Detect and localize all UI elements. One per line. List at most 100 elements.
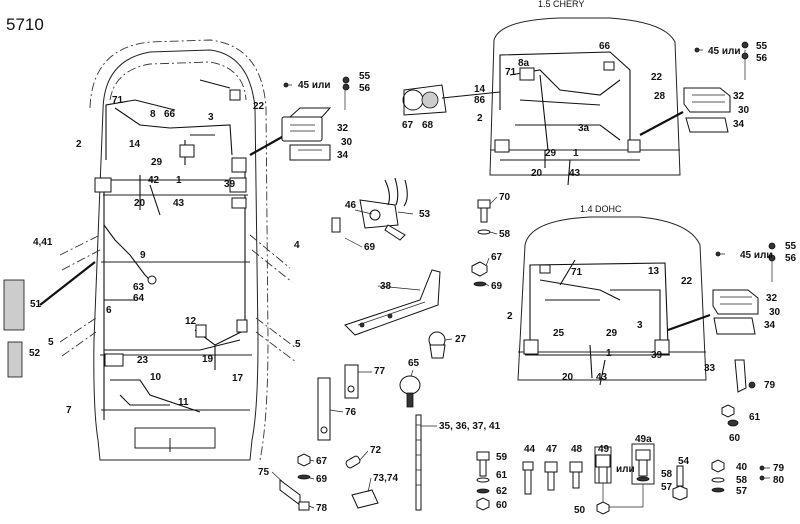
figure-number: 5710: [6, 15, 44, 34]
chery-callout-32: 32: [733, 91, 745, 102]
callout-6: 6: [106, 305, 112, 316]
dohc-callout-20: 20: [562, 372, 574, 383]
dohc-callout-33: 33: [704, 363, 716, 374]
chery-callout-22: 22: [651, 72, 663, 83]
callout-70: 70: [499, 192, 511, 203]
hw-callout-47: 47: [546, 444, 558, 455]
callout-19: 19: [202, 354, 214, 365]
chery-callout-55: 55: [756, 41, 768, 52]
hw-callout-79: 79: [773, 463, 785, 474]
callout-69-b: 69: [491, 281, 503, 292]
sound-insulation-panel-51: [3, 279, 25, 331]
callout-22: 22: [253, 101, 265, 112]
middle-parts: [279, 177, 491, 511]
hw-callout-49: 49: [598, 444, 610, 455]
callout-39: 39: [224, 179, 236, 190]
inset-chery: [402, 17, 684, 186]
callout-56: 56: [359, 83, 371, 94]
callout-32: 32: [337, 123, 349, 134]
dohc-callouts: 71 13 22 2 25 29 3 1 39 20 43 45 или 55 …: [507, 241, 797, 444]
hw-callout-57-b: 57: [736, 486, 748, 497]
chery-callout-86: 86: [474, 95, 486, 106]
inset-title-dohc: 1.4 DOHC: [580, 204, 622, 214]
hw-callout-57: 57: [661, 482, 673, 493]
callout-72: 72: [370, 445, 382, 456]
callout-67-b: 67: [316, 456, 328, 467]
chery-callout-28: 28: [654, 91, 666, 102]
callout-55: 55: [359, 71, 371, 82]
dohc-callout-30: 30: [769, 307, 781, 318]
callout-4-41: 4,41: [33, 237, 53, 248]
chery-callout-8a: 8a: [518, 58, 530, 69]
dohc-callout-56: 56: [785, 253, 797, 264]
chery-callout-1: 1: [573, 148, 579, 159]
callout-30: 30: [341, 137, 353, 148]
hw-callout-58: 58: [661, 469, 673, 480]
callout-27: 27: [455, 334, 467, 345]
callout-1: 1: [176, 175, 182, 186]
callout-52: 52: [29, 348, 41, 359]
callout-5-left: 5: [48, 337, 54, 348]
dohc-callout-3: 3: [637, 320, 643, 331]
hw-callout-44: 44: [524, 444, 536, 455]
dohc-callout-60: 60: [729, 433, 741, 444]
callout-5-right: 5: [295, 339, 301, 350]
callout-10: 10: [150, 372, 162, 383]
dohc-callout-13: 13: [648, 266, 660, 277]
chery-callout-66: 66: [599, 41, 611, 52]
chery-callout-3a: 3a: [578, 123, 590, 134]
chery-callout-2: 2: [477, 113, 483, 124]
callout-58: 58: [499, 229, 511, 240]
chery-callout-43: 43: [569, 168, 581, 179]
callout-8: 8: [150, 109, 156, 120]
dohc-callout-32: 32: [766, 293, 778, 304]
dohc-callout-55: 55: [785, 241, 797, 252]
hw-callout-40: 40: [736, 462, 748, 473]
callout-29: 29: [151, 157, 163, 168]
callout-3: 3: [208, 112, 214, 123]
callout-11: 11: [178, 397, 189, 408]
callout-69: 69: [364, 242, 376, 253]
chery-callout-29: 29: [545, 148, 557, 159]
hardware-row: [476, 443, 770, 515]
wiring-harness-main: [94, 79, 248, 420]
middle-leaders: [271, 196, 498, 509]
hw-callout-58-b: 58: [736, 475, 748, 486]
side-trims: [39, 131, 297, 363]
chery-fuse-box: [683, 41, 749, 133]
car-outline-main: [89, 39, 269, 461]
callout-9: 9: [140, 250, 146, 261]
main-callouts: 71 8 66 22 2 14 3 29 42 1 39 20 43 4,41 …: [29, 71, 371, 416]
chery-callouts: 66 14 71 8a 86 22 28 67 68 2 3a 29 1 20 …: [402, 41, 768, 179]
dohc-callout-45-or: 45 или: [740, 250, 773, 261]
callout-67: 67: [491, 252, 503, 263]
dohc-callout-34: 34: [764, 320, 776, 331]
hw-callout-60: 60: [496, 500, 508, 511]
callout-65: 65: [408, 358, 420, 369]
dohc-callout-71: 71: [571, 267, 583, 278]
callout-12: 12: [185, 316, 197, 327]
chery-callout-20: 20: [531, 168, 543, 179]
callout-64: 64: [133, 293, 145, 304]
fuse-box-main: [281, 76, 350, 161]
dohc-callout-43: 43: [596, 372, 608, 383]
callout-73-74: 73,74: [373, 473, 398, 484]
dohc-fuse-box: [712, 242, 776, 427]
chery-callout-30: 30: [738, 105, 750, 116]
callout-4: 4: [294, 240, 300, 251]
dohc-callout-2: 2: [507, 311, 513, 322]
hw-callout-48: 48: [571, 444, 583, 455]
callout-46: 46: [345, 200, 357, 211]
chery-callout-71: 71: [505, 67, 517, 78]
callout-63: 63: [133, 282, 145, 293]
hw-callout-62: 62: [496, 486, 508, 497]
hw-callout-54: 54: [678, 456, 690, 467]
inset-dohc: [517, 216, 711, 386]
hw-callout-61: 61: [496, 470, 508, 481]
chery-callout-45-or: 45 или: [708, 46, 741, 57]
callout-35-36-37-41: 35, 36, 37, 41: [439, 421, 501, 432]
callout-71: 71: [112, 95, 124, 106]
dohc-callout-25: 25: [553, 328, 565, 339]
